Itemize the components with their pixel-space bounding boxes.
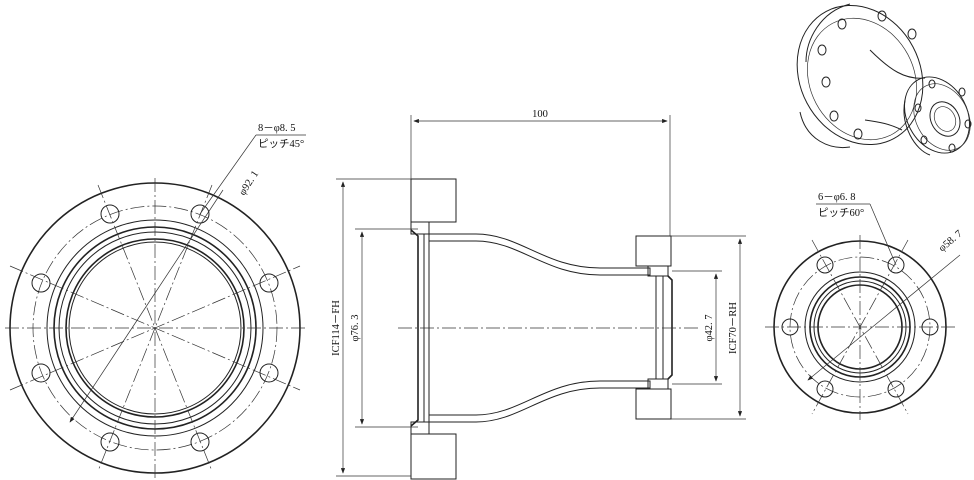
right-bore-label: φ42. 7 (704, 314, 715, 341)
right-hole-count-label: 6－φ6. 8 (818, 192, 856, 203)
left-hole-pitch-label: ピッチ45° (258, 138, 304, 150)
right-flange-view (765, 203, 961, 420)
right-flange-type-label: ICF70－RH (728, 302, 739, 354)
iso-large-holes (817, 10, 917, 140)
overall-length-label: 100 (532, 109, 548, 120)
isometric-view (796, 3, 972, 156)
left-flange-view (5, 134, 306, 478)
right-flange-top-section (635, 235, 672, 267)
cone-wall-bottom (428, 380, 651, 423)
reducer-section-view (336, 115, 746, 480)
left-flange-top-section (410, 178, 457, 223)
left-pcd-label: φ92. 1 (237, 169, 261, 198)
left-bolt-holes (31, 204, 279, 452)
left-bore-label: φ76. 3 (350, 314, 361, 341)
cone-wall-top (428, 233, 651, 276)
left-flange-bottom-section (410, 433, 457, 480)
right-flange-bottom-section (635, 388, 672, 420)
iso-small-holes (914, 79, 972, 153)
right-pcd-label: φ58. 7 (937, 228, 965, 254)
left-hole-count-label: 8－φ8. 5 (258, 123, 296, 134)
left-flange-type-label: ICF114－FH (331, 300, 342, 356)
right-hole-pitch-label: ピッチ60° (818, 207, 864, 219)
